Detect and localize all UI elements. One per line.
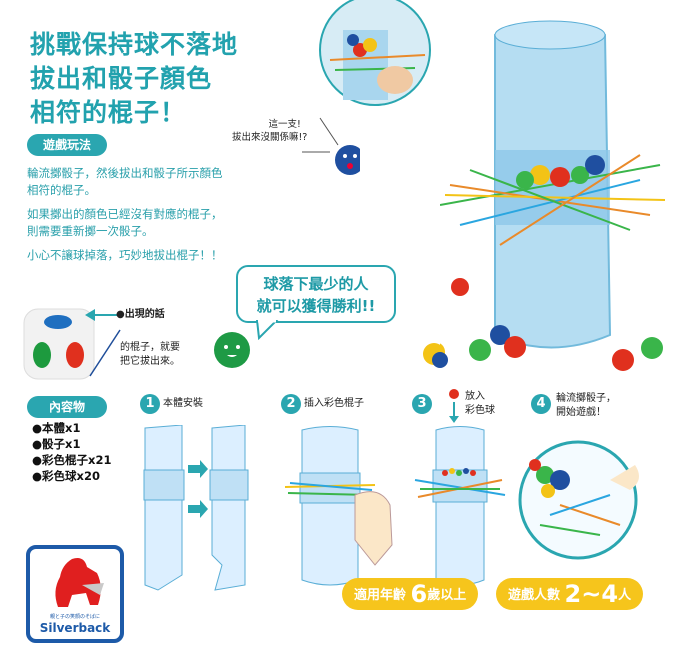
bubble-tail — [255, 320, 279, 340]
headline-line: 拔出和骰子顏色 — [30, 64, 213, 93]
step-label: 插入彩色棍子 — [304, 398, 364, 409]
rule-paragraph: 小心不讓球掉落，巧妙地拔出棍子！！ — [27, 248, 223, 262]
how-to-play-label: 遊戲玩法 — [27, 134, 107, 156]
step-label-line: 彩色球 — [465, 405, 495, 416]
headline: 挑戰保持球不落地 拔出和骰子顏色 相符的棍子！ — [30, 28, 238, 130]
players-suffix: 人 — [618, 588, 632, 603]
speech-bubble: 球落下最少的人 就可以獲得勝利!! — [236, 265, 396, 323]
logo-tagline: 親と子の笑顔のそばに — [49, 614, 100, 620]
rule-paragraph: 如果擲出的顏色已經沒有對應的棍子，則需要重新擲一次骰子。 — [27, 207, 223, 238]
players-value: 2~4 — [564, 580, 619, 608]
step-number: 2 — [281, 394, 301, 414]
headline-line: 相符的棍子！ — [30, 98, 187, 127]
contents-item: ●本體x1 — [32, 421, 81, 435]
gameplay-photo — [319, 0, 431, 106]
step-label-line: 放入 — [465, 391, 485, 402]
slash-divider — [89, 329, 121, 377]
rule-paragraph: 輪流擲骰子，然後拔出和骰子所示顏色相符的棍子。 — [27, 166, 223, 197]
drop-ball-arrow-icon — [449, 389, 459, 423]
step-number: 4 — [531, 394, 551, 414]
dice-note-line: 把它拔出來。 — [120, 356, 180, 367]
bubble-line: 球落下最少的人 — [263, 275, 369, 293]
age-badge: 適用年齡 6歲以上 — [342, 578, 479, 610]
dice-note-line: ●出現的話 — [116, 309, 165, 320]
step-number: 3 — [412, 394, 432, 414]
step-label-line: 輪流擲骰子， — [556, 393, 616, 404]
yellow-ball — [423, 343, 448, 368]
logo-brand: Silverback — [39, 621, 111, 635]
players-badge: 遊戲人數 2~4人 — [496, 578, 644, 610]
step-label: 本體安裝 — [163, 398, 203, 409]
step-label-line: 開始遊戲！ — [556, 407, 606, 418]
callout-text: 這一支! 拔出來沒關係嘛!? — [232, 118, 307, 144]
contents-list: ●本體x1 ●骰子x1 ●彩色棍子x21 ●彩色球x20 — [32, 420, 111, 484]
step-label: 輪流擲骰子， 開始遊戲！ — [556, 392, 616, 420]
contents-item: ●骰子x1 — [32, 437, 81, 451]
headline-line: 挑戰保持球不落地 — [30, 30, 239, 59]
age-suffix: 歲以上 — [427, 588, 467, 603]
callout-line: 這一支! — [268, 119, 301, 130]
dice-image — [23, 308, 95, 380]
steps-illustration — [143, 425, 639, 591]
callout-lines — [302, 117, 360, 175]
players-prefix: 遊戲人數 — [508, 588, 561, 603]
contents-item: ●彩色球x20 — [32, 469, 100, 483]
step-number: 1 — [140, 394, 160, 414]
silverback-logo: 親と子の笑顔のそばに Silverback — [26, 545, 124, 643]
gorilla-logo-icon — [55, 558, 104, 607]
green-smiley-icon — [214, 332, 250, 368]
age-value: 6 — [410, 580, 428, 608]
product-photo — [440, 20, 666, 371]
age-prefix: 適用年齡 — [354, 588, 407, 603]
step-label: 放入彩色球 — [465, 390, 495, 418]
contents-item: ●彩色棍子x21 — [32, 453, 112, 467]
callout-line: 拔出來沒關係嘛!? — [232, 132, 308, 143]
bubble-line: 就可以獲得勝利!! — [256, 297, 376, 315]
contents-label: 內容物 — [27, 396, 107, 418]
dice-note-line: 的棍子，就要 — [120, 342, 180, 353]
arrow-left-icon — [85, 309, 123, 321]
